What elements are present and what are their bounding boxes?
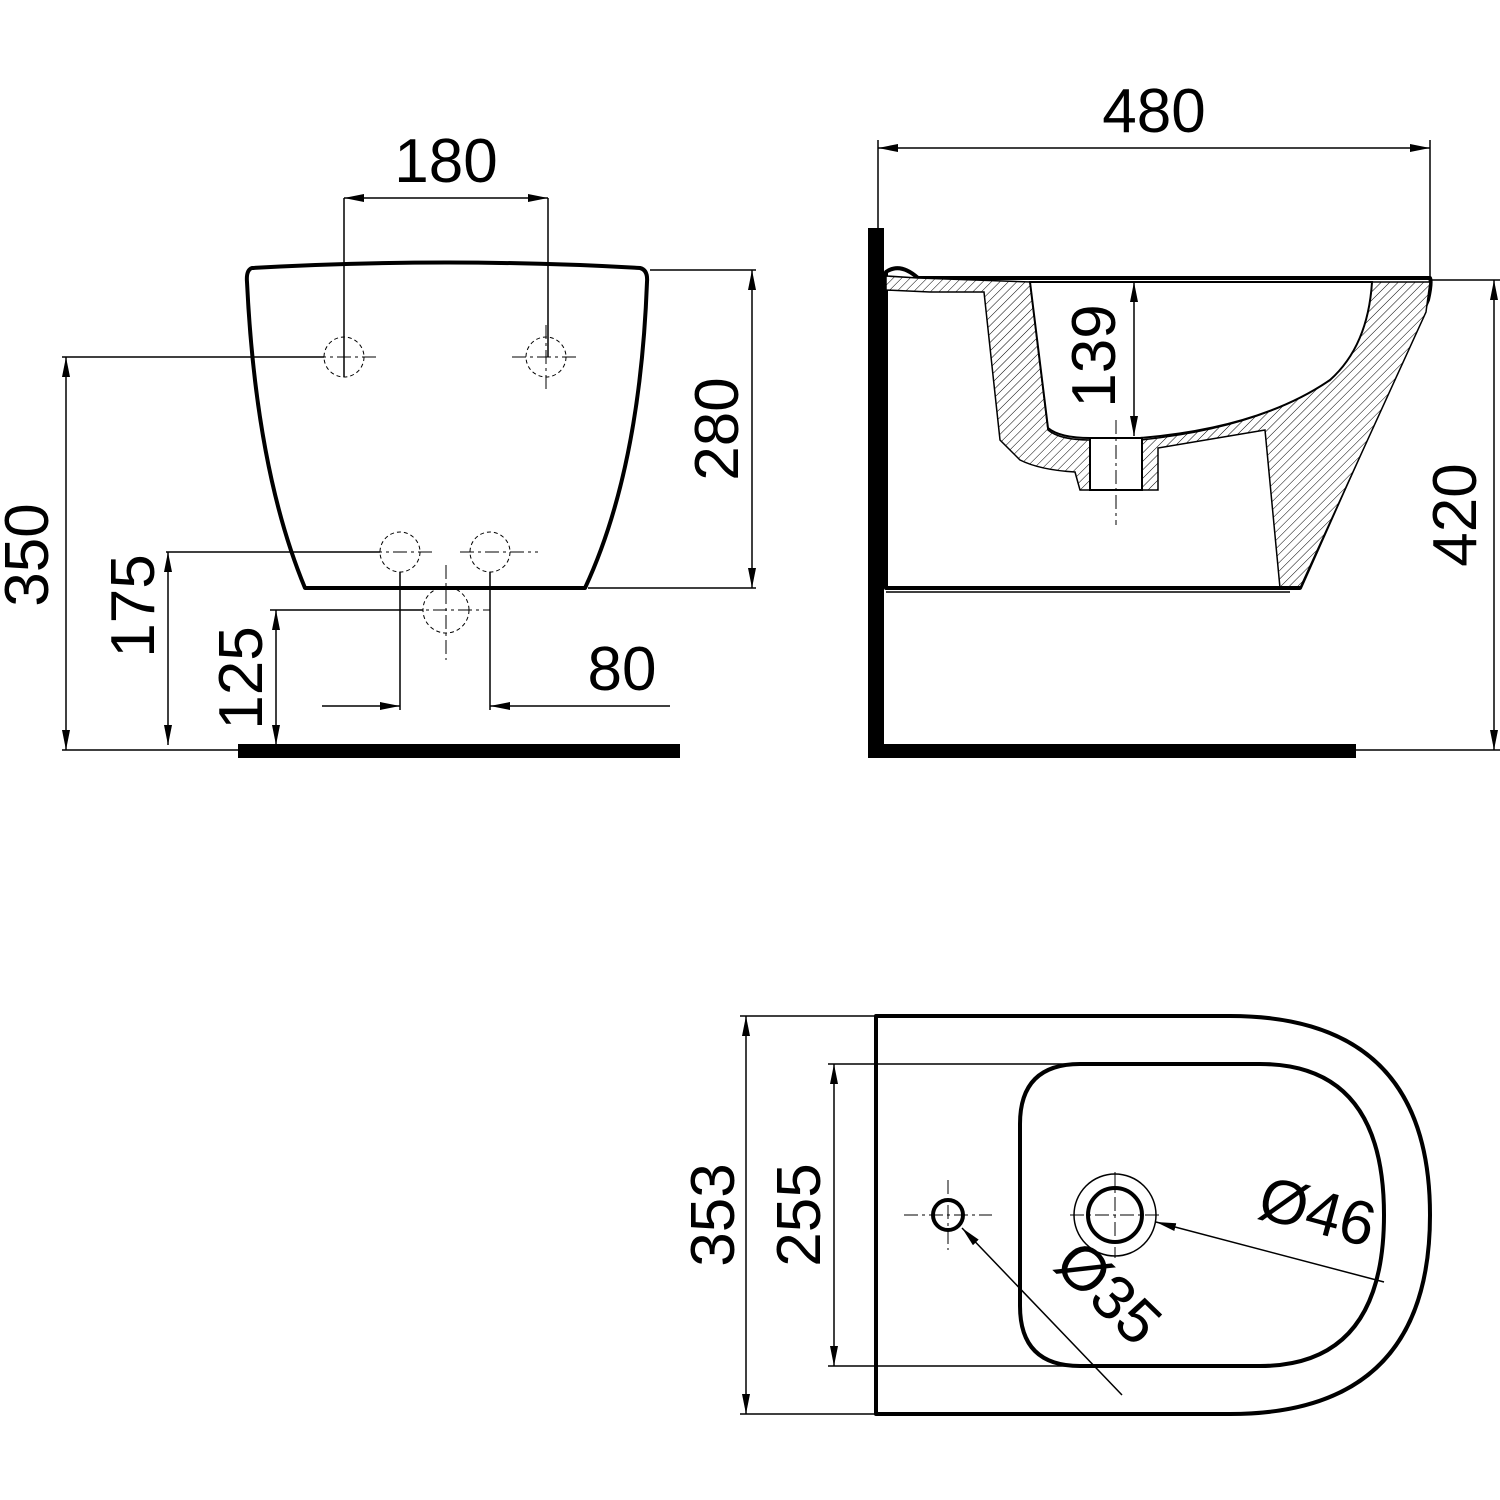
dim-bowl-width: 255 — [765, 1163, 834, 1266]
dim-offset: 80 — [588, 635, 657, 704]
wall-line — [868, 228, 884, 758]
dim-drain-diameter: Ø46 — [1252, 1164, 1383, 1261]
floor-line — [238, 744, 680, 758]
top-view: 353 255 Ø46 Ø35 — [679, 1014, 1432, 1416]
dim-drain-height: 125 — [207, 626, 276, 729]
drain-hole — [408, 565, 490, 660]
front-view: 180 280 350 175 125 80 — [0, 127, 756, 758]
dim-rim-height: 420 — [1421, 463, 1490, 566]
dim-height: 280 — [683, 377, 752, 480]
side-view: 480 139 420 — [868, 77, 1500, 758]
bowl-outline — [1018, 1062, 1386, 1368]
dim-fixing-spacing: 180 — [394, 127, 497, 196]
floor-line-side — [868, 744, 1356, 758]
top-view-outline — [874, 1014, 1432, 1416]
dim-supply-height: 175 — [99, 554, 168, 657]
dim-depth: 480 — [1102, 77, 1205, 146]
dim-fixing-height: 350 — [0, 503, 62, 606]
dim-tap-hole-diameter: Ø35 — [1042, 1228, 1174, 1359]
bowl-cavity — [1028, 281, 1374, 439]
tap-hole — [904, 1180, 992, 1250]
dim-width: 353 — [679, 1163, 748, 1266]
supply-hole-right — [460, 531, 538, 573]
fixing-hole-right — [512, 325, 580, 392]
drain-hole-top — [1070, 1172, 1160, 1258]
dim-bowl-depth: 139 — [1060, 304, 1129, 407]
front-view-outline — [244, 260, 650, 590]
